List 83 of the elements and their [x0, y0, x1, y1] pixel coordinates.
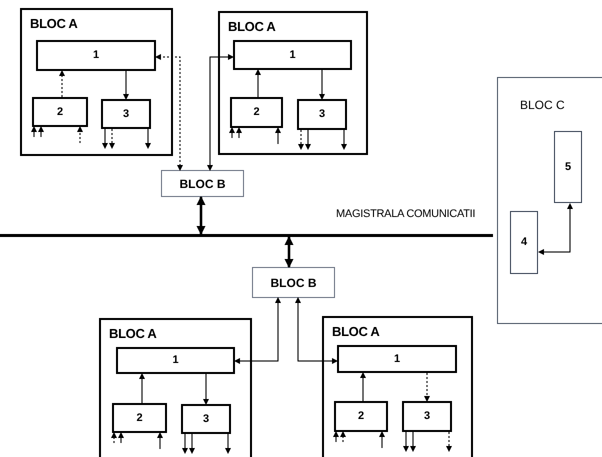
module-box [181, 404, 231, 434]
arrow [189, 434, 195, 454]
arrow [196, 196, 206, 235]
bus-unit-box [161, 170, 244, 197]
bus-unit-box [252, 267, 335, 298]
module-box [334, 401, 388, 432]
arrow [155, 54, 183, 171]
arrow [102, 128, 108, 149]
arrow [446, 432, 452, 452]
arrow [207, 54, 234, 171]
arrow [77, 126, 83, 144]
block-title: BLOC A [30, 15, 78, 33]
module-number: 1 [172, 353, 179, 368]
arrow [275, 127, 281, 144]
block-title: BLOC C [520, 97, 565, 114]
module-box [112, 403, 167, 433]
block-title: BLOC B [270, 274, 316, 292]
module-box [337, 345, 457, 373]
block-frame [322, 316, 473, 457]
arrow [139, 373, 145, 404]
block-frame [218, 11, 368, 155]
module-box [101, 99, 151, 129]
module-number: 3 [202, 412, 210, 427]
arrow [403, 432, 409, 452]
module-box [402, 401, 452, 432]
arrow [305, 130, 311, 150]
arrow [319, 70, 325, 100]
module-box [230, 97, 283, 128]
module-box [36, 40, 156, 71]
communication-bus-line [0, 234, 493, 237]
arrow [341, 130, 347, 150]
arrow [284, 236, 294, 268]
module-number: 4 [520, 235, 528, 250]
module-box [297, 99, 347, 130]
bus-label: MAGISTRALA COMUNICATII [336, 207, 476, 222]
module-number: 2 [136, 410, 143, 426]
arrow [157, 432, 163, 450]
module-number: 1 [289, 48, 296, 63]
block-title: BLOC B [180, 176, 226, 192]
arrow [225, 434, 231, 454]
block-frame [99, 318, 252, 457]
module-box [554, 131, 582, 203]
module-number: 5 [564, 160, 572, 175]
arrow [410, 432, 416, 452]
module-box [116, 347, 235, 374]
arrow [203, 374, 209, 405]
arrow [295, 297, 338, 364]
arrow [424, 372, 430, 402]
arrow [236, 127, 242, 138]
block-title: BLOC A [332, 323, 380, 341]
arrow [38, 126, 44, 138]
module-number: 2 [253, 105, 260, 120]
module-box [32, 97, 88, 127]
module-number: 3 [424, 409, 430, 424]
arrow [340, 431, 346, 442]
arrow [229, 127, 235, 138]
block-region [497, 77, 602, 324]
module-box [510, 211, 538, 274]
arrow [59, 70, 65, 98]
module-number: 2 [56, 104, 64, 120]
block-frame [20, 8, 173, 156]
module-number: 2 [358, 409, 364, 424]
arrow [31, 126, 37, 138]
arrow [298, 130, 304, 150]
arrow [118, 432, 124, 444]
arrow [123, 70, 129, 100]
arrow [111, 432, 117, 444]
arrow [145, 128, 151, 149]
block-title: BLOC A [228, 18, 276, 36]
arrow [234, 297, 281, 364]
arrow [360, 372, 366, 402]
block-title: BLOC A [109, 325, 156, 343]
arrow [538, 203, 573, 255]
arrow [109, 128, 115, 149]
arrow [182, 434, 188, 454]
module-number: 3 [318, 107, 326, 122]
arrow [379, 431, 385, 448]
arrow [333, 431, 339, 442]
module-number: 3 [122, 106, 130, 122]
arrow [255, 69, 261, 98]
module-number: 1 [92, 48, 100, 64]
module-box [233, 40, 352, 70]
module-number: 1 [394, 352, 400, 367]
